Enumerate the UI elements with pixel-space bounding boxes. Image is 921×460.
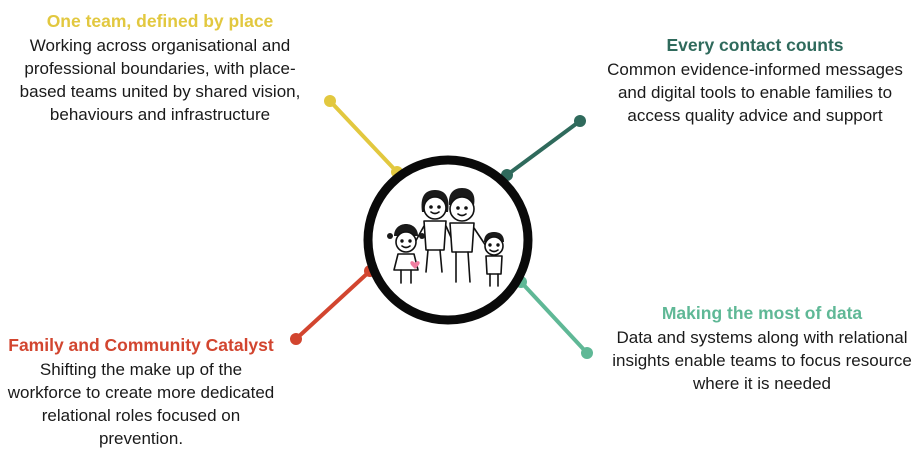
block-title: Making the most of data <box>661 303 863 323</box>
body-line: access quality advice and support <box>627 106 883 125</box>
body-line: behaviours and infrastructure <box>49 105 271 124</box>
body-line: Data and systems along with relational <box>616 328 908 347</box>
block-title: Every contact counts <box>666 35 844 55</box>
connector-top-left <box>324 95 403 178</box>
body-line: relational roles focused on <box>41 406 241 425</box>
family-illustration <box>387 188 504 287</box>
body-line: prevention. <box>98 429 184 448</box>
body-line: where it is needed <box>693 374 831 393</box>
block-title: Family and Community Catalyst <box>8 335 274 355</box>
body-line: Common evidence-informed messages <box>607 60 903 79</box>
body-line: based teams united by shared vision, <box>19 82 301 101</box>
block-family-community-catalyst: Family and Community Catalyst Shifting t… <box>0 334 282 450</box>
block-one-team: One team, defined by place Working acros… <box>0 10 320 126</box>
block-making-most-of-data: Making the most of data Data and systems… <box>604 302 920 395</box>
block-body: Data and systems along with relational i… <box>604 326 920 395</box>
block-body: Working across organisational and profes… <box>0 34 320 126</box>
block-body: Shifting the make up of the workforce to… <box>0 358 282 450</box>
connector-bottom-right <box>515 276 593 359</box>
body-line: Shifting the make up of the <box>39 360 243 379</box>
connector-bottom-left <box>290 265 376 345</box>
body-line: professional boundaries, with place- <box>24 59 296 78</box>
block-every-contact-counts: Every contact counts Common evidence-inf… <box>590 34 920 127</box>
boy-figure <box>484 232 504 287</box>
connector-top-right <box>501 115 586 181</box>
body-line: insights enable teams to focus resource <box>612 351 912 370</box>
block-body: Common evidence-informed messages and di… <box>590 58 920 127</box>
body-line: Working across organisational and <box>29 36 291 55</box>
heart-icon <box>410 261 420 269</box>
center-ring <box>363 155 533 325</box>
block-title: One team, defined by place <box>46 11 274 31</box>
father-figure <box>448 188 487 283</box>
body-line: and digital tools to enable families to <box>617 83 893 102</box>
body-line: workforce to create more dedicated <box>7 383 275 402</box>
